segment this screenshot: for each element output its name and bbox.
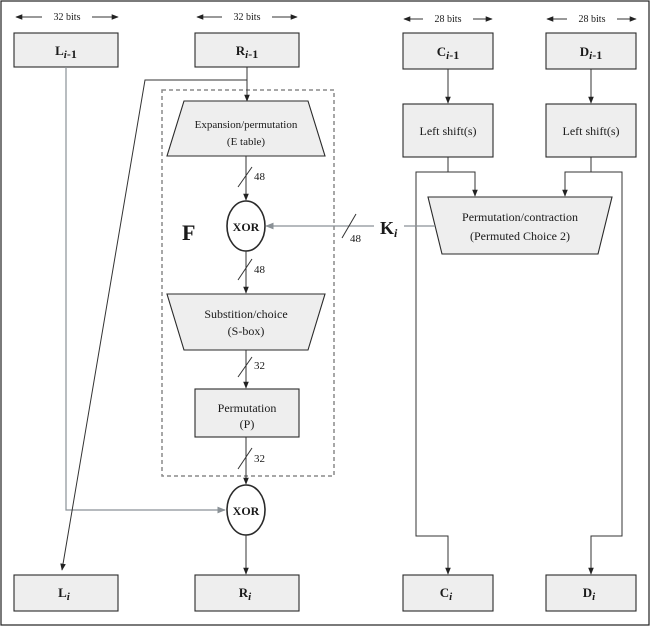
- wire-l-to-xor: [65, 67, 226, 514]
- key-label: Ki: [380, 218, 398, 240]
- box-c-out: Ci: [402, 574, 494, 612]
- xor-outer: XOR: [226, 484, 266, 536]
- width-label-d: 28 bits: [579, 14, 606, 25]
- bit-slash-3: [237, 356, 253, 378]
- svg-text:Li: Li: [58, 585, 71, 603]
- wire-shift-d-to-pc2: [562, 157, 592, 197]
- width-indicator-d: 28 bits: [546, 11, 637, 25]
- wire-r-to-l-out: [60, 79, 247, 571]
- width-label-l: 32 bits: [54, 12, 81, 23]
- width-label-c: 28 bits: [435, 14, 462, 25]
- box-r-prev: Ri-1: [194, 32, 300, 68]
- permutation-p-block: Permutation (P): [194, 388, 300, 438]
- f-function-label: F: [182, 220, 195, 245]
- box-d-prev: Di-1: [545, 32, 637, 70]
- box-c-prev: Ci-1: [402, 32, 494, 70]
- wire-shift-d-to-d-out: [588, 171, 623, 575]
- svg-text:Ri-1: Ri-1: [236, 43, 258, 61]
- svg-text:Li-1: Li-1: [55, 43, 77, 61]
- box-r-out: Ri: [194, 574, 300, 612]
- svg-text:Di: Di: [583, 585, 596, 603]
- substitution-sbox-block: Substition/choice (S-box): [166, 293, 326, 351]
- svg-text:Ci: Ci: [440, 585, 453, 603]
- permuted-choice-2-block: Permutation/contraction (Permuted Choice…: [427, 196, 613, 255]
- box-l-out: Li: [13, 574, 119, 612]
- svg-text:(P): (P): [240, 417, 255, 431]
- svg-text:(Permuted Choice 2): (Permuted Choice 2): [470, 229, 570, 243]
- svg-text:Left shift(s): Left shift(s): [420, 124, 477, 138]
- bit-label-after-expansion: 48: [254, 171, 266, 183]
- wire-shift-c-to-c-out: [415, 171, 451, 575]
- svg-text:Permutation: Permutation: [218, 401, 277, 415]
- bit-slash-1: [237, 166, 253, 188]
- width-label-r: 32 bits: [234, 12, 261, 23]
- box-l-prev: Li-1: [13, 32, 119, 68]
- wire-shift-c-to-pc2: [447, 157, 478, 197]
- svg-text:(E table): (E table): [227, 136, 266, 148]
- width-indicator-r: 32 bits: [196, 9, 298, 23]
- left-shift-c-block: Left shift(s): [402, 103, 494, 158]
- width-indicator-c: 28 bits: [403, 11, 493, 25]
- bit-label-key: 48: [350, 233, 362, 245]
- f-function-boundary: [161, 89, 335, 477]
- bit-label-after-permutation: 32: [254, 453, 265, 465]
- svg-text:Permutation/contraction: Permutation/contraction: [462, 210, 578, 224]
- bit-label-after-xor: 48: [254, 264, 266, 276]
- svg-text:Substition/choice: Substition/choice: [204, 307, 287, 321]
- svg-text:XOR: XOR: [233, 504, 260, 518]
- svg-text:Ci-1: Ci-1: [437, 44, 459, 62]
- width-indicator-l: 32 bits: [15, 9, 119, 23]
- svg-text:Ri: Ri: [239, 585, 252, 603]
- svg-text:XOR: XOR: [233, 220, 260, 234]
- bit-slash-key: [341, 213, 357, 239]
- box-d-out: Di: [545, 574, 637, 612]
- left-shift-d-block: Left shift(s): [545, 103, 637, 158]
- expansion-permutation-block: Expansion/permutation (E table): [166, 100, 326, 157]
- xor-inner: XOR: [226, 200, 266, 252]
- bit-slash-2: [237, 258, 253, 281]
- svg-text:Expansion/permutation: Expansion/permutation: [195, 119, 298, 131]
- svg-text:Di-1: Di-1: [580, 44, 602, 62]
- bit-slash-4: [237, 447, 253, 470]
- svg-text:(S-box): (S-box): [228, 324, 265, 338]
- bit-label-after-sbox: 32: [254, 360, 265, 372]
- svg-text:Left shift(s): Left shift(s): [563, 124, 620, 138]
